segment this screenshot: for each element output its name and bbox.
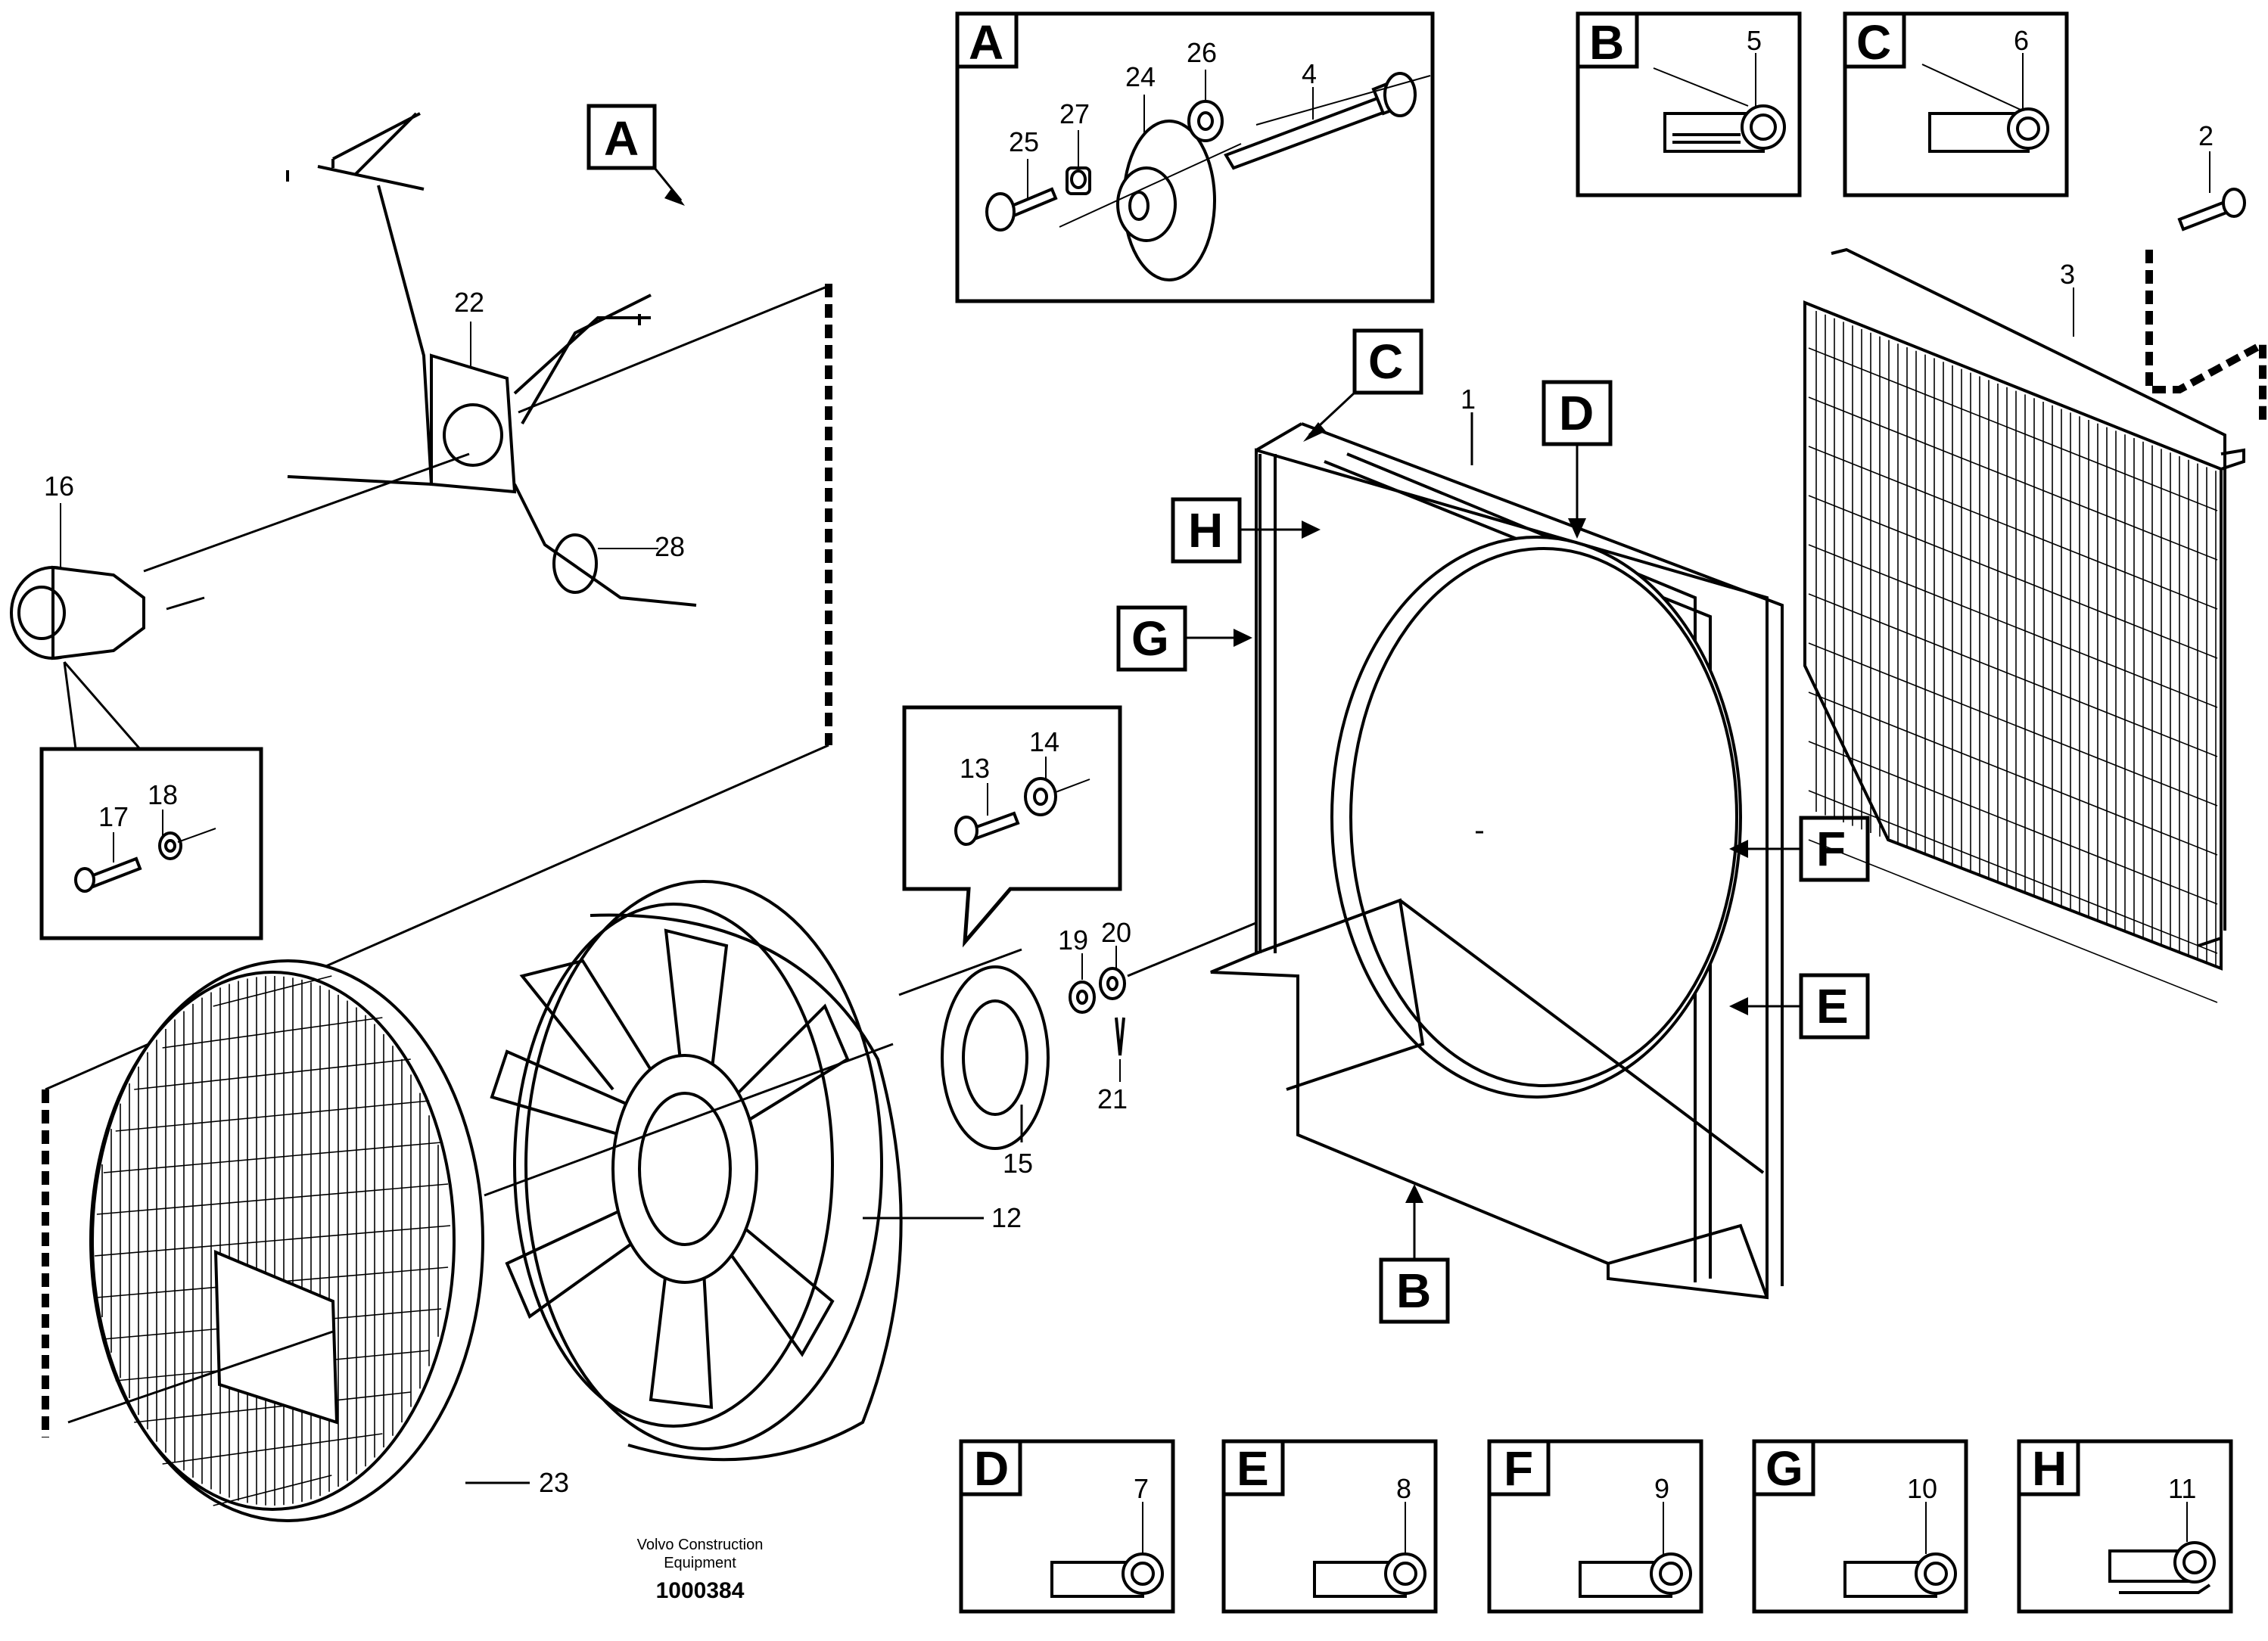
part-number-3: 3 [2060,259,2075,290]
part-number-20: 20 [1101,917,1131,948]
view-label-g: G [1116,605,1252,672]
company-name-line2: Equipment [664,1555,736,1571]
view-label-e: E [1729,973,1870,1040]
screw-2-part [2073,151,2266,424]
nut-20-part [1099,967,1126,1000]
view-letter-a: A [604,111,639,166]
detail-c-letter: C [1856,15,1891,70]
bolt-13-part [954,811,1020,846]
nut-part [1187,100,1224,142]
fan-motor-part [10,503,145,660]
view-letter-b: B [1396,1263,1431,1318]
part-number-27: 27 [1059,98,1090,129]
detail-f-letter: F [1504,1441,1533,1496]
detail-d-letter: D [974,1441,1009,1496]
part-number-17: 17 [98,801,129,832]
part-number-8: 8 [1396,1473,1411,1504]
view-label-a: A [586,104,685,206]
part-number-26: 26 [1187,37,1217,68]
view-label-d: D [1542,380,1613,539]
view-letter-h: H [1188,503,1223,558]
detail-b-letter: B [1589,15,1624,70]
part-number-21: 21 [1097,1083,1128,1114]
part-number-18: 18 [148,779,178,810]
part-number-13: 13 [960,753,990,784]
part-number-11: 11 [2168,1473,2196,1504]
fan-motor-bracket [143,112,697,611]
part-number-28: 28 [655,531,685,562]
washer-19-part [1069,981,1096,1014]
part-number-5: 5 [1747,25,1762,56]
view-label-h: H [1171,497,1321,564]
hub-flange-part [941,965,1050,1150]
part-number-9: 9 [1654,1473,1669,1504]
part-number-24: 24 [1125,61,1156,92]
company-name-line1: Volvo Construction [637,1537,764,1553]
part-number-12: 12 [991,1202,1022,1233]
part-number-6: 6 [2014,25,2029,56]
part-number-14: 14 [1029,726,1059,757]
view-letter-e: E [1816,979,1849,1033]
small-bolt-part [985,187,1058,232]
part-number-2: 2 [2198,120,2214,151]
part-number-15: 15 [1003,1148,1033,1179]
detail-b-inset: B 5 [1576,11,1802,197]
screw-part [74,856,142,893]
part-number-10: 10 [1907,1473,1937,1504]
fan-guard-grid [94,975,451,1506]
part-number-19: 19 [1058,925,1088,956]
spacer-part [1066,166,1091,195]
part-number-22: 22 [454,287,484,318]
nut-14-part [1024,777,1057,816]
detail-a-letter: A [969,15,1003,70]
footer: Volvo Construction Equipment 1000384 [637,1537,764,1603]
detail-e-letter: E [1237,1441,1269,1496]
fan-part [484,880,984,1462]
view-letter-c: C [1368,334,1403,389]
part-number-7: 7 [1134,1473,1149,1504]
bolt-part [1224,72,1417,170]
flange-part [1116,120,1216,281]
part-number-23: 23 [539,1467,569,1498]
view-label-c: C [1303,328,1423,442]
view-letter-g: G [1131,611,1169,666]
detail-h-inset: H 11 [2017,1439,2233,1614]
fan-guard-part [67,959,530,1522]
view-label-b: B [1379,1184,1450,1324]
clamp-part [552,533,658,594]
document-number: 1000384 [656,1578,745,1603]
part-number-16: 16 [44,471,74,502]
detail-c-inset: C 6 [1843,11,2069,197]
part-number-4: 4 [1302,58,1317,89]
cotter-pin-part [1115,1017,1125,1056]
detail-g-inset: G 10 [1752,1439,1968,1614]
washer-part [158,831,182,860]
part-number-25: 25 [1009,126,1039,157]
part-number-1: 1 [1461,384,1476,415]
detail-f-inset: F 9 [1487,1439,1703,1614]
screen-part [1803,247,2245,1003]
detail-13-14-callout: 13 14 [902,705,1122,948]
detail-a-inset: A [955,11,1435,303]
detail-d-inset: D 7 [959,1439,1175,1614]
detail-17-18-callout: 17 18 [39,661,263,940]
detail-e-inset: E 8 [1221,1439,1438,1614]
fan-shroud-part [1210,422,1784,1300]
detail-h-letter: H [2032,1441,2067,1496]
view-letter-d: D [1559,386,1594,440]
screen-grid [1808,311,2218,1003]
detail-g-letter: G [1766,1441,1803,1496]
